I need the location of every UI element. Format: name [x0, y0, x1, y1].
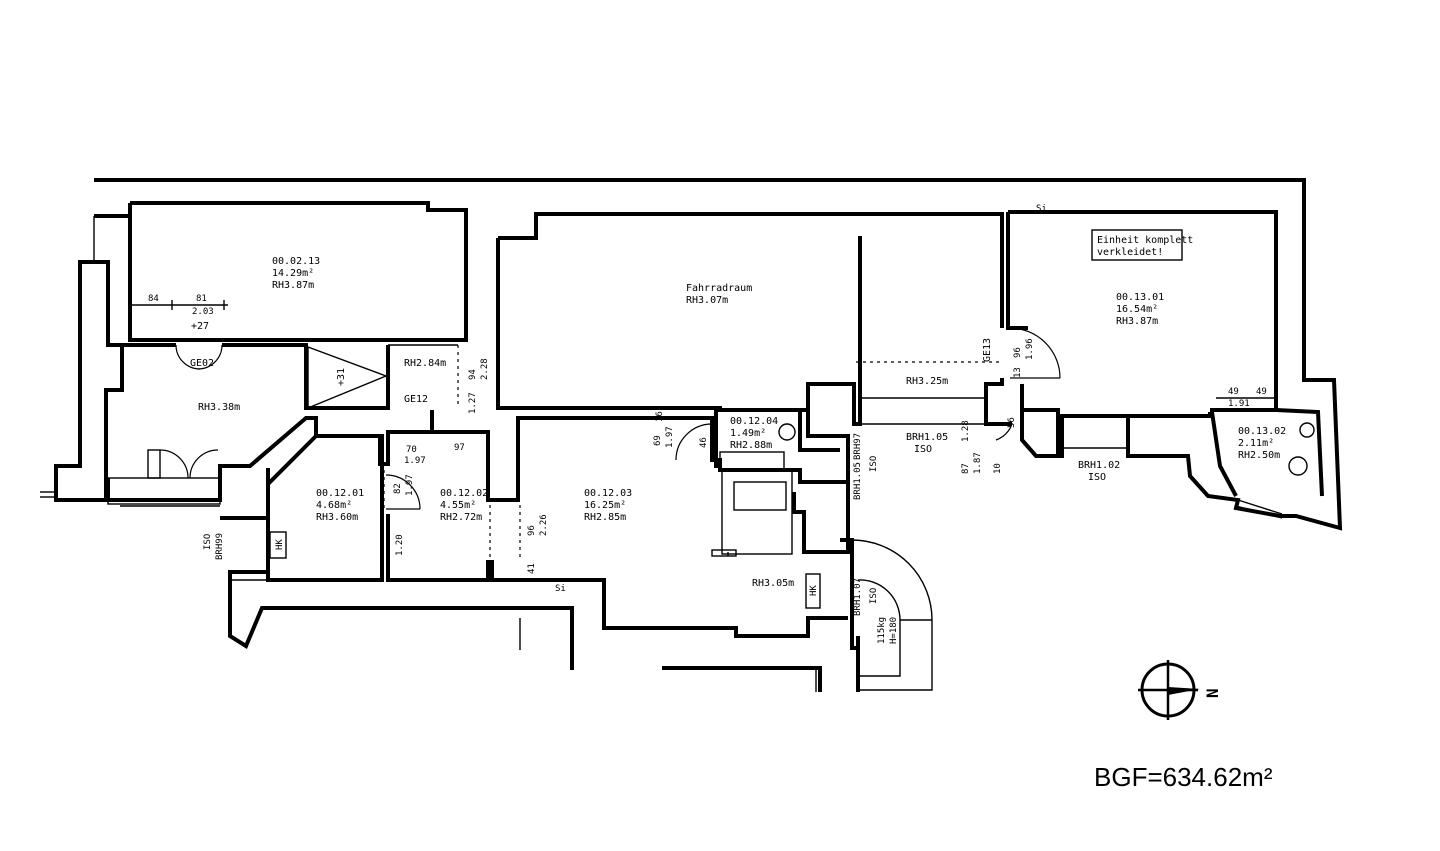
brh-tag: ISO [203, 534, 213, 550]
room-height: RH3.87m [1116, 316, 1158, 327]
dim: 82 [393, 483, 403, 494]
brh-tag: BRH1.05 [853, 462, 863, 500]
si-label: Si [555, 584, 566, 594]
dim: 1.97 [404, 456, 426, 466]
dim: 94 [468, 369, 478, 380]
room-height: RH2.85m [584, 512, 626, 523]
openings [383, 345, 1000, 560]
brh-tag: BRH97 [853, 433, 863, 460]
room-height: RH3.38m [198, 402, 240, 413]
room-area: 16.25m² [584, 500, 626, 511]
dim: 81 [196, 294, 207, 304]
room-area: 1.49m² [730, 428, 766, 439]
brh-tag: BRH99 [215, 533, 225, 560]
dim: 49 [1256, 387, 1267, 397]
dim: 1.96 [1025, 338, 1035, 360]
room-height: RH3.07m [686, 295, 728, 306]
brh-tag: ISO [869, 456, 879, 472]
dim: 10 [993, 463, 1003, 474]
thin-lines [40, 216, 1315, 692]
room-height: RH3.25m [906, 376, 948, 387]
hk-label: HK [809, 585, 819, 596]
dim: 16 [655, 411, 665, 422]
dim: 2.03 [192, 307, 214, 317]
dim: 1.28 [961, 420, 971, 442]
room-id: 00.13.01 [1116, 292, 1164, 303]
dim: 46 [699, 437, 709, 448]
doors [147, 327, 1061, 510]
room-id: 00.13.02 [1238, 426, 1286, 437]
dim: 1.87 [973, 452, 983, 474]
bgf-summary: BGF=634.62m² [1094, 762, 1273, 792]
brh-tag: BRH1.02 [1078, 460, 1120, 471]
note-line: Einheit komplett [1097, 235, 1193, 246]
room-name: Fahrradraum [686, 283, 752, 294]
room-height: RH2.50m [1238, 450, 1280, 461]
brh-tag: BRH1.07 [853, 578, 863, 616]
load-label: 115kg [877, 617, 887, 644]
room-height: RH2.88m [730, 440, 772, 451]
door-tag: GE13 [982, 338, 993, 362]
dim: 1.27 [468, 392, 478, 414]
room-height: RH3.87m [272, 280, 314, 291]
room-area: 2.11m² [1238, 438, 1274, 449]
dim: 96 [527, 525, 537, 536]
room-height: RH2.84m [404, 358, 446, 369]
room-id: 00.12.04 [730, 416, 778, 427]
compass-icon [1138, 660, 1200, 720]
dimensions: 84 81 2.03 94 2.28 1.27 70 97 1.97 82 1.… [148, 294, 1267, 574]
si-label: Si [1036, 204, 1047, 214]
room-labels: 00.02.13 14.29m² RH3.87m Fahrradraum RH3… [198, 235, 1286, 589]
dim: 1.91 [1228, 399, 1250, 409]
room-id: 00.12.01 [316, 488, 364, 499]
dim: 1.97 [405, 474, 415, 496]
room-area: 4.68m² [316, 500, 352, 511]
dim: 13 [1013, 367, 1023, 378]
brh-tag: ISO [869, 588, 879, 604]
dim: 96 [1013, 347, 1023, 358]
room-id: 00.12.03 [584, 488, 632, 499]
room-height: RH2.72m [440, 512, 482, 523]
room-area: 16.54m² [1116, 304, 1158, 315]
room-height: RH3.60m [316, 512, 358, 523]
dim: 97 [454, 443, 465, 453]
dim: 1.20 [395, 534, 405, 556]
hk-label: HK [275, 539, 285, 550]
brh-tag: BRH1.05 [906, 432, 948, 443]
north-label: N [1203, 688, 1222, 698]
dim: 2.26 [539, 514, 549, 536]
room-height: RH3.05m [752, 578, 794, 589]
door-tag: GE12 [404, 394, 428, 405]
level-tag: +31 [336, 368, 347, 386]
tags: GE02 GE12 GE13 +27 +31 ISO BRH99 BRH97 I… [190, 204, 1222, 698]
dim: 70 [406, 445, 417, 455]
height-label: H=180 [889, 617, 899, 644]
dim: 41 [527, 563, 537, 574]
dim: 87 [961, 463, 971, 474]
level-tag: +27 [191, 321, 209, 332]
brh-tag: ISO [914, 444, 932, 455]
note-line: verkleidet! [1097, 247, 1163, 258]
brh-tag: ISO [1088, 472, 1106, 483]
room-area: 14.29m² [272, 268, 314, 279]
dim: 84 [148, 294, 159, 304]
dim: 1.97 [665, 426, 675, 448]
room-id: 00.12.02 [440, 488, 488, 499]
room-id: 00.02.13 [272, 256, 320, 267]
dim: 56 [1007, 417, 1017, 428]
room-area: 4.55m² [440, 500, 476, 511]
dim: 2.28 [480, 358, 490, 380]
dim: 49 [1228, 387, 1239, 397]
dim: 69 [653, 435, 663, 446]
door-tag: GE02 [190, 358, 214, 369]
